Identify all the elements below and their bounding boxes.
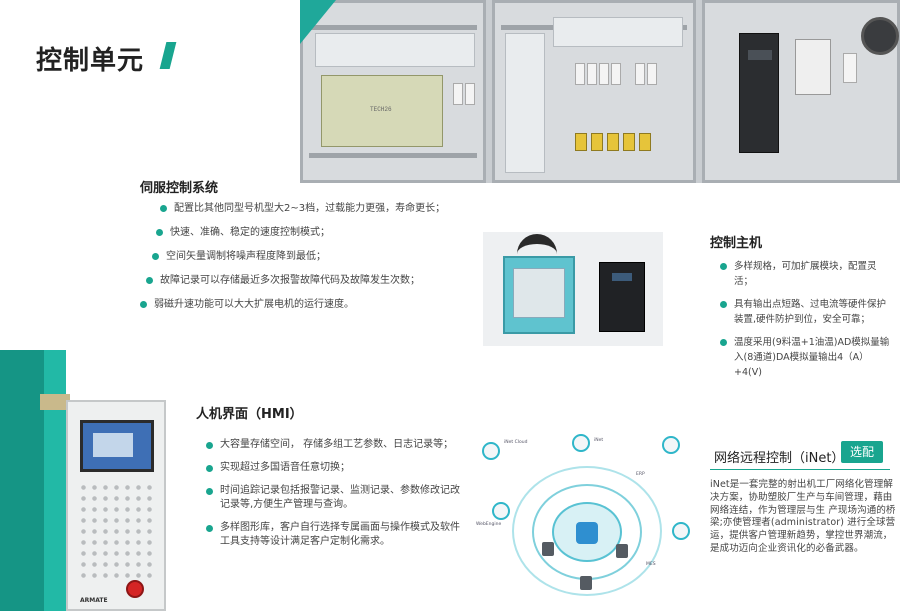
contactor bbox=[843, 53, 857, 83]
controller-board: TECH26 bbox=[321, 75, 443, 147]
cabinet-middle bbox=[492, 0, 696, 183]
breaker bbox=[647, 63, 657, 85]
terminal-block bbox=[453, 83, 463, 105]
diagram-label: ERP bbox=[636, 472, 645, 477]
relay bbox=[575, 133, 587, 151]
wiring-duct bbox=[315, 33, 475, 67]
emergency-stop-icon bbox=[126, 580, 144, 598]
server-icon bbox=[576, 522, 598, 544]
page-title: 控制单元 bbox=[36, 46, 145, 76]
control-cabinet-photo: TECH26 bbox=[300, 0, 900, 183]
host-feature-list: 多样规格，可加扩展模块，配置灵活； 具有输出点短路、过电流等硬件保护装置,硬件防… bbox=[720, 259, 892, 388]
hmi-feature-list: 大容量存储空间， 存储多组工艺参数、日志记录等； 实现超过多国语音任意切换； 时… bbox=[206, 438, 462, 558]
cloud-node-icon bbox=[482, 442, 500, 460]
network-ring-outer bbox=[512, 466, 662, 596]
list-item: 具有输出点短路、过电流等硬件保护装置,硬件防护到位，安全可靠； bbox=[720, 297, 892, 327]
breaker bbox=[587, 63, 597, 85]
hmi-panel: ARMATE bbox=[66, 400, 166, 611]
list-item: 配置比其他同型号机型大2~3档，过载能力更强，寿命更长； bbox=[160, 202, 480, 226]
machine-bracket bbox=[40, 394, 70, 410]
relay bbox=[607, 133, 619, 151]
pc-node-icon bbox=[662, 436, 680, 454]
phone-node-icon bbox=[672, 522, 690, 540]
control-box bbox=[503, 256, 575, 334]
web-node-icon bbox=[492, 502, 510, 520]
list-item: 多样图形库，客户自行选择专属画面与操作模式及软件工具支持等设计满足客户定制化需求… bbox=[206, 521, 462, 549]
servo-feature-list: 配置比其他同型号机型大2~3档，过载能力更强，寿命更长； 快速、准确、稳定的速度… bbox=[140, 202, 480, 322]
hmi-keypad bbox=[78, 482, 156, 582]
diagram-label: WebEngine bbox=[476, 522, 502, 527]
machine-device-icon bbox=[542, 542, 554, 556]
servo-drive bbox=[739, 33, 779, 153]
drive-display bbox=[748, 50, 772, 60]
relay bbox=[591, 133, 603, 151]
list-item: 时间追踪记录包括报警记录、监测记录、参数修改记改记录等,方便生产管理与查询。 bbox=[206, 484, 462, 512]
inet-divider bbox=[710, 469, 890, 470]
din-rail bbox=[309, 153, 477, 158]
title-accent-slash bbox=[159, 42, 177, 69]
machine-device-icon bbox=[616, 544, 628, 558]
cabinet-left: TECH26 bbox=[300, 0, 486, 183]
din-rail bbox=[309, 25, 477, 30]
list-item: 实现超过多国语音任意切换； bbox=[206, 461, 462, 475]
board-label: TECH26 bbox=[370, 106, 392, 113]
machine-device-icon bbox=[580, 576, 592, 590]
hmi-section-title: 人机界面（HMI） bbox=[196, 407, 303, 422]
inet-description: iNet是一套完整的射出机工厂网络化管理解决方案，协助塑胶厂生产与车间管理，藉由… bbox=[710, 479, 896, 554]
machine-shade bbox=[0, 350, 44, 611]
inet-network-diagram: iNet Cloud iNet WebEngine ERP MES bbox=[476, 432, 702, 610]
breaker bbox=[611, 63, 621, 85]
diagram-label: MES bbox=[646, 562, 656, 567]
breaker bbox=[599, 63, 609, 85]
breaker bbox=[635, 63, 645, 85]
globe-node-icon bbox=[572, 434, 590, 452]
diagram-label: iNet bbox=[594, 438, 604, 443]
breaker bbox=[575, 63, 585, 85]
control-host-photo bbox=[483, 232, 663, 346]
wiring-duct bbox=[505, 33, 545, 173]
terminal-block bbox=[465, 83, 475, 105]
servo-section-title: 伺服控制系统 bbox=[140, 181, 219, 196]
list-item: 故障记录可以存储最近多次报警故障代码及故障发生次数； bbox=[146, 274, 480, 298]
hmi-photo: ARMATE bbox=[0, 350, 180, 611]
host-section-title: 控制主机 bbox=[710, 236, 763, 251]
cabinet-right bbox=[702, 0, 900, 183]
inet-section-title: 网络远程控制（iNet） bbox=[714, 451, 845, 466]
hmi-screen bbox=[80, 420, 154, 472]
list-item: 空间矢量调制将噪声程度降到最低； bbox=[152, 250, 480, 274]
wiring-duct bbox=[553, 17, 683, 47]
list-item: 大容量存储空间， 存储多组工艺参数、日志记录等； bbox=[206, 438, 462, 452]
cooling-fan-icon bbox=[861, 17, 899, 55]
list-item: 弱磁升速功能可以大大扩展电机的运行速度。 bbox=[140, 298, 480, 322]
inverter-display bbox=[612, 273, 632, 281]
list-item: 温度采用(9料温+1油温)AD模拟量输入(8通道)DA模拟量输出4（A）+4(V… bbox=[720, 335, 892, 380]
inverter-unit bbox=[599, 262, 645, 332]
cable-bundle bbox=[517, 234, 557, 260]
list-item: 多样规格，可加扩展模块，配置灵活； bbox=[720, 259, 892, 289]
relay bbox=[639, 133, 651, 151]
hmi-brand-logo: ARMATE bbox=[80, 597, 108, 604]
control-box-interior bbox=[513, 268, 565, 318]
relay bbox=[623, 133, 635, 151]
emi-filter bbox=[795, 39, 831, 95]
optional-badge: 选配 bbox=[841, 441, 883, 463]
list-item: 快速、准确、稳定的速度控制模式； bbox=[156, 226, 480, 250]
hmi-screen-graphic bbox=[93, 433, 133, 457]
diagram-label: iNet Cloud bbox=[504, 440, 528, 445]
